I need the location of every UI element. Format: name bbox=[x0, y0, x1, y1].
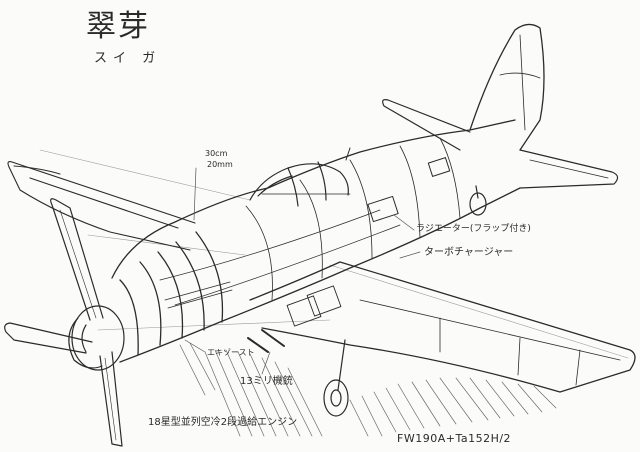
annotation-cowl-1: 30cm bbox=[205, 149, 228, 158]
ground-shadow bbox=[179, 342, 557, 437]
sheet-title: 翠芽 bbox=[86, 9, 150, 44]
propeller bbox=[4, 198, 125, 447]
annotation-turbocharger: ターボチャージャー bbox=[424, 247, 514, 258]
tail-fin bbox=[469, 23, 545, 151]
annotation-exhaust: エキゾースト bbox=[207, 348, 255, 357]
annotation-machine-gun: 13ミリ機銃 bbox=[240, 376, 293, 387]
annotation-cowl-2: 20mm bbox=[207, 160, 233, 169]
far-wing bbox=[7, 161, 196, 251]
near-wing bbox=[247, 261, 636, 393]
stabilizers bbox=[382, 99, 619, 189]
canopy bbox=[249, 147, 351, 207]
sheet-title-reading: スイ ガ bbox=[94, 51, 162, 66]
annotation-leaders bbox=[184, 167, 421, 375]
annotation-reference-aircraft: FW190A+Ta152H/2 bbox=[397, 432, 512, 445]
annotation-engine: 18星型並列空冷2段過給エンジン bbox=[148, 417, 298, 428]
landing-gear bbox=[323, 185, 487, 417]
annotation-radiator: ラジエーター(フラップ付き) bbox=[416, 224, 531, 234]
fuselage bbox=[111, 119, 521, 363]
